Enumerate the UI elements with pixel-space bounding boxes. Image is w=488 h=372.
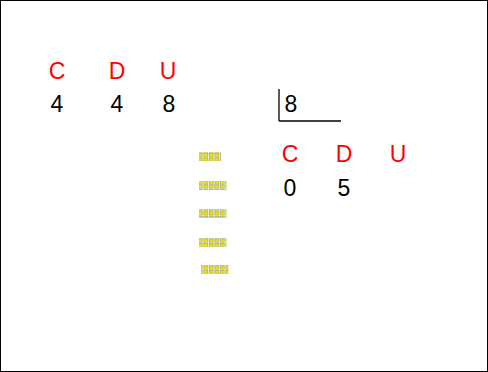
unit-cubes-group: [201, 265, 229, 274]
place-value-header: U: [160, 58, 177, 84]
place-value-header: D: [109, 58, 126, 84]
place-value-header: D: [336, 141, 353, 167]
unit-cubes-group: [199, 152, 221, 161]
unit-cubes-group: [199, 238, 227, 247]
dividend-digit: 4: [51, 91, 64, 117]
division-bracket-vertical: [278, 89, 279, 121]
place-value-header: C: [282, 141, 299, 167]
place-value-header: C: [49, 58, 66, 84]
unit-cubes-group: [199, 209, 227, 218]
division-bracket-horizontal: [279, 120, 341, 121]
quotient-digit: 0: [284, 175, 297, 201]
dividend-digit: 4: [111, 91, 124, 117]
quotient-digit: 5: [338, 175, 351, 201]
place-value-header: U: [390, 141, 407, 167]
divisor-digit: 8: [285, 91, 298, 117]
dividend-digit: 8: [163, 91, 176, 117]
unit-cubes-group: [199, 181, 227, 190]
